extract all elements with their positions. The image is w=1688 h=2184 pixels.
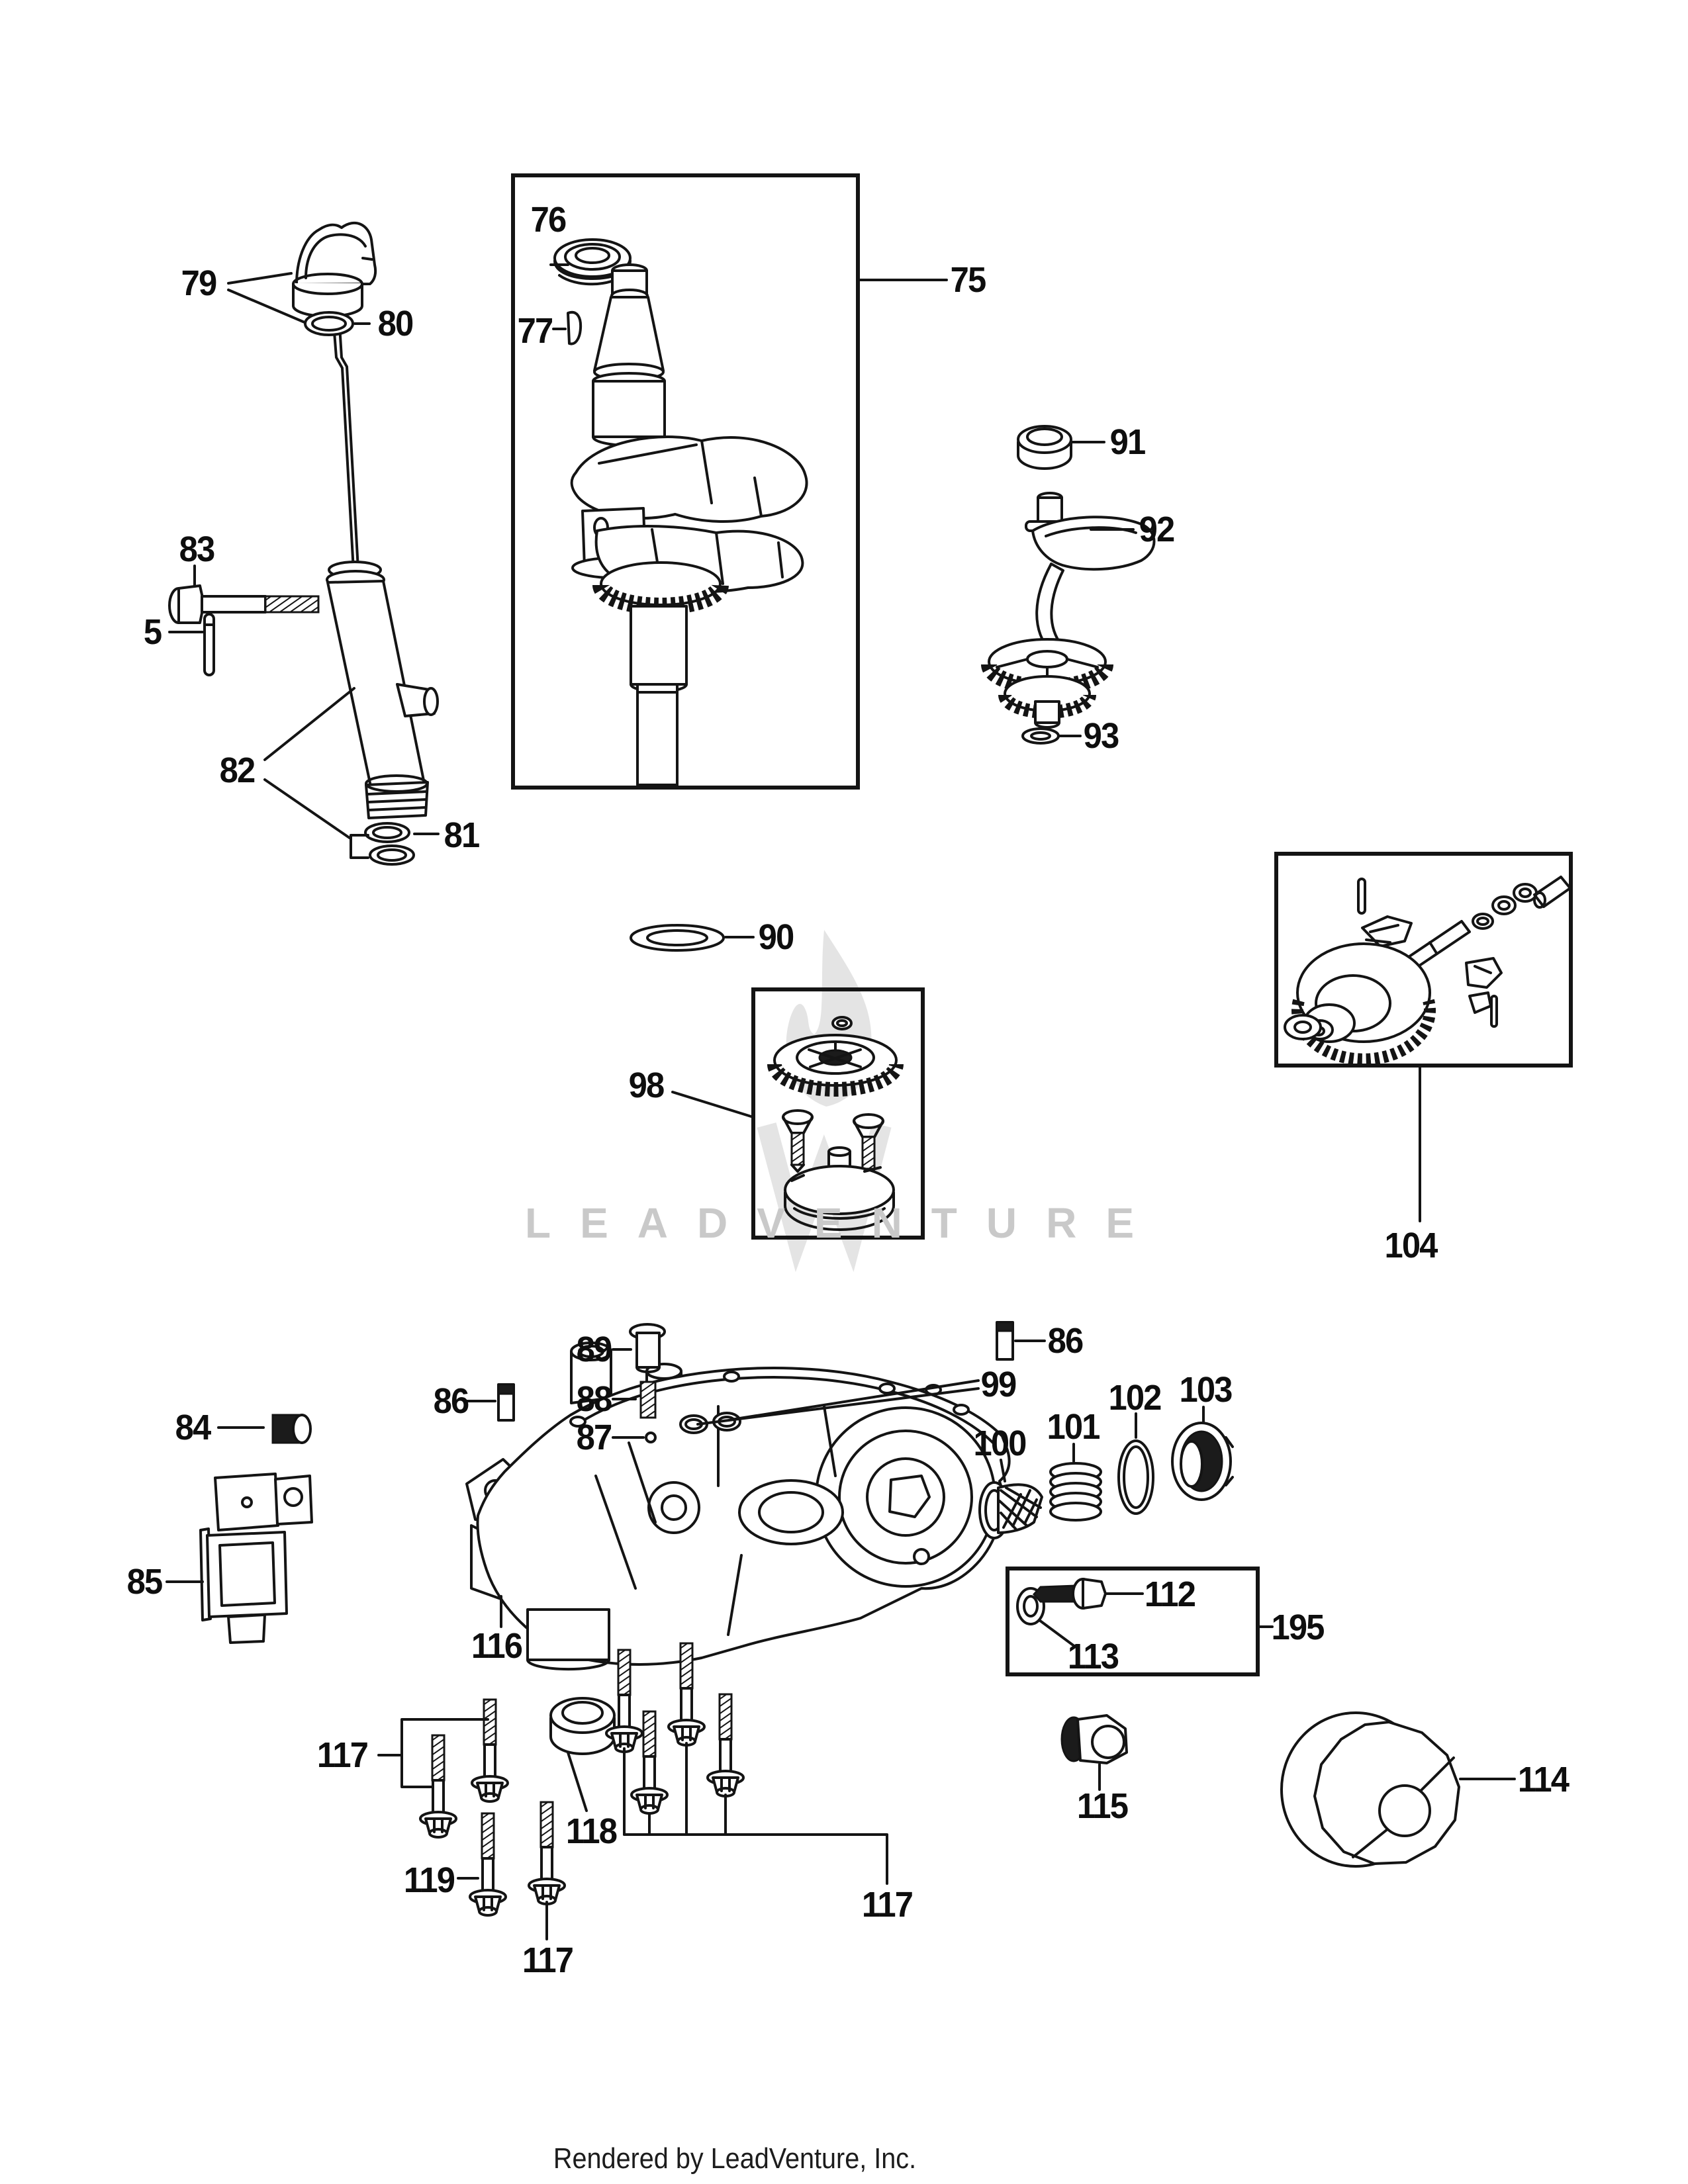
part-label-83: 83 bbox=[179, 529, 216, 569]
part-label-195: 195 bbox=[1271, 1608, 1325, 1647]
part-label-75: 75 bbox=[950, 260, 987, 300]
part-label-93: 93 bbox=[1083, 716, 1120, 756]
camshaft-group bbox=[981, 425, 1156, 745]
leadventure-watermark-text: LEADVENTURE bbox=[524, 1199, 1164, 1247]
part-label-76: 76 bbox=[530, 200, 567, 240]
oil-filter-114 bbox=[1280, 1711, 1516, 1868]
part-label-5: 5 bbox=[143, 612, 162, 652]
part-label-82: 82 bbox=[219, 751, 256, 790]
part-label-118: 118 bbox=[565, 1811, 618, 1851]
crankcase bbox=[465, 1342, 1011, 1671]
part-label-102: 102 bbox=[1108, 1378, 1162, 1418]
part-label-98: 98 bbox=[628, 1066, 665, 1105]
part-label-85: 85 bbox=[126, 1562, 164, 1602]
part-label-88: 88 bbox=[576, 1379, 613, 1419]
part-label-80: 80 bbox=[377, 304, 414, 343]
drain-plug-kit-box bbox=[1006, 1567, 1274, 1676]
part-label-77: 77 bbox=[517, 311, 554, 351]
part-label-91: 91 bbox=[1109, 422, 1147, 462]
governor-assembly-box bbox=[1274, 852, 1573, 1222]
part-label-112: 112 bbox=[1144, 1574, 1196, 1614]
part-label-86-left: 86 bbox=[433, 1381, 470, 1421]
part-label-79: 79 bbox=[181, 263, 218, 303]
part-label-115: 115 bbox=[1076, 1786, 1129, 1826]
oil-dipstick-assembly bbox=[227, 221, 440, 866]
part-label-117-left: 117 bbox=[316, 1735, 369, 1775]
part-label-86-right: 86 bbox=[1047, 1321, 1084, 1361]
part-label-87: 87 bbox=[576, 1418, 613, 1457]
crankcase-small-parts bbox=[165, 1321, 1234, 1644]
crankshaft-box bbox=[511, 173, 948, 790]
part-label-117-right: 117 bbox=[861, 1885, 914, 1925]
part-label-104: 104 bbox=[1384, 1226, 1438, 1265]
part-label-81: 81 bbox=[444, 815, 481, 855]
part-label-89: 89 bbox=[576, 1330, 613, 1369]
part-label-103: 103 bbox=[1179, 1370, 1233, 1410]
bearing-118 bbox=[549, 1697, 616, 1812]
oil-drain-plug-115 bbox=[1060, 1714, 1128, 1791]
part-label-101: 101 bbox=[1047, 1407, 1100, 1447]
oil-pump-box bbox=[671, 987, 925, 1240]
part-label-84: 84 bbox=[175, 1408, 212, 1447]
part-label-116: 116 bbox=[471, 1626, 523, 1666]
crankcase-bolts bbox=[377, 1642, 888, 1940]
part-label-114: 114 bbox=[1517, 1760, 1570, 1799]
part-label-113: 113 bbox=[1067, 1637, 1119, 1676]
rendered-by-footer: Rendered by LeadVenture, Inc. bbox=[553, 2142, 917, 2175]
part-label-117-center: 117 bbox=[522, 1940, 574, 1980]
bolt-83-and-pin-5 bbox=[168, 565, 320, 676]
washer-90 bbox=[630, 924, 755, 952]
part-label-90: 90 bbox=[758, 917, 795, 957]
part-label-92: 92 bbox=[1139, 510, 1176, 549]
part-label-99: 99 bbox=[980, 1365, 1017, 1404]
part-label-100: 100 bbox=[973, 1424, 1027, 1463]
part-label-119: 119 bbox=[403, 1860, 455, 1900]
